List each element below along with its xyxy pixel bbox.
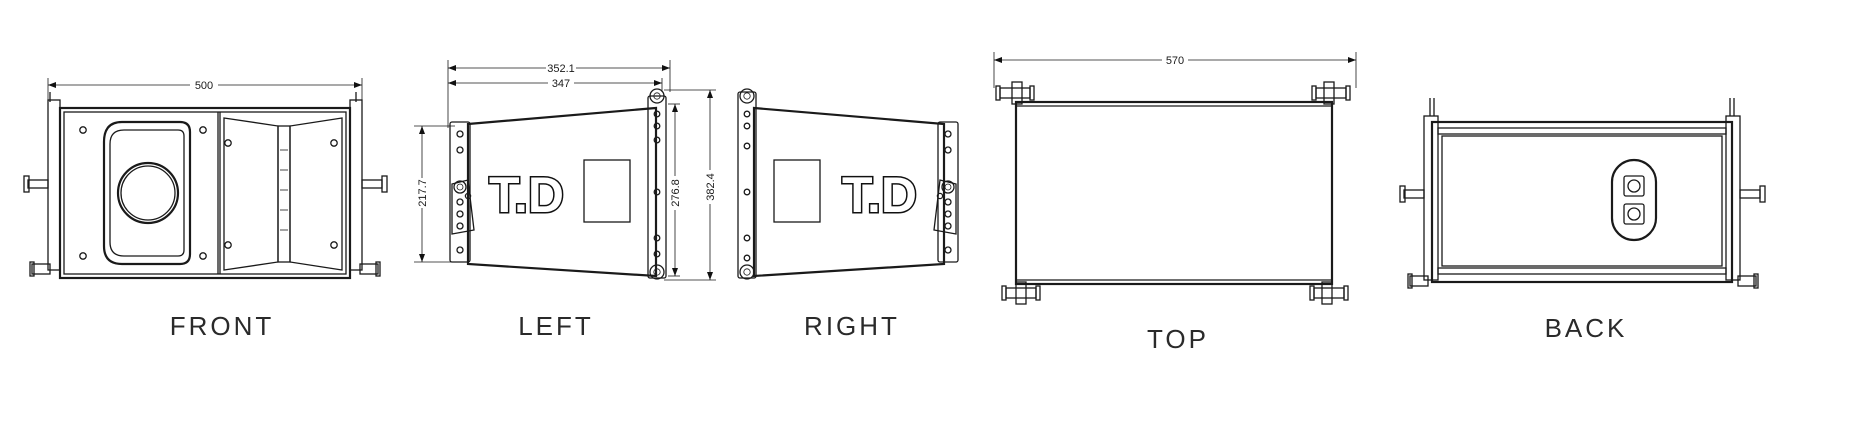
left-right-dimensions: 276.8 382.4 xyxy=(664,89,717,281)
left-rear-rigging xyxy=(449,121,475,263)
left-dim-height: 217.7 xyxy=(417,179,429,207)
right-front-rigging xyxy=(737,88,757,280)
front-view: 500 xyxy=(23,78,388,341)
back-connector-plate xyxy=(1610,158,1658,242)
left-handle-recess xyxy=(583,159,631,223)
left-dim-outer: 352.1 xyxy=(547,63,575,75)
left-front-rigging xyxy=(647,88,667,280)
back-view: BACK xyxy=(1399,98,1766,343)
front-horn-panel xyxy=(223,117,343,271)
front-width-value: 500 xyxy=(195,80,213,92)
top-cabinet xyxy=(1014,100,1334,286)
left-cabinet xyxy=(466,106,658,278)
right-rear-rigging xyxy=(933,121,959,263)
back-rigging-frame xyxy=(1399,98,1766,289)
right-view: T.D RIGHT xyxy=(737,88,959,341)
top-label: TOP xyxy=(1147,324,1209,354)
left-dim-inner: 347 xyxy=(552,78,570,90)
left-logo: T.D xyxy=(489,167,564,223)
top-view: 570 TOP xyxy=(993,52,1357,354)
left-label: LEFT xyxy=(518,311,594,341)
left-view: 352.1 347 217.7 276.8 xyxy=(414,60,717,341)
left-dim-right-outer: 382.4 xyxy=(705,173,717,201)
back-label: BACK xyxy=(1545,313,1628,343)
left-dim-right-inner: 276.8 xyxy=(670,179,682,207)
back-cabinet xyxy=(1430,120,1734,284)
front-cabinet xyxy=(58,106,352,280)
woofer-cone xyxy=(116,161,180,225)
left-top-dimensions: 352.1 347 xyxy=(447,60,671,128)
right-handle-recess xyxy=(773,159,821,223)
right-label: RIGHT xyxy=(804,311,900,341)
left-height-dimension: 217.7 xyxy=(414,125,455,263)
front-label: FRONT xyxy=(170,311,275,341)
top-width-value: 570 xyxy=(1166,55,1184,67)
right-cabinet xyxy=(752,106,946,278)
front-woofer-panel xyxy=(79,112,221,274)
right-logo: T.D xyxy=(842,167,917,223)
top-fittings xyxy=(995,81,1351,305)
front-width-dimension: 500 xyxy=(47,78,363,105)
top-width-dimension: 570 xyxy=(993,52,1357,88)
